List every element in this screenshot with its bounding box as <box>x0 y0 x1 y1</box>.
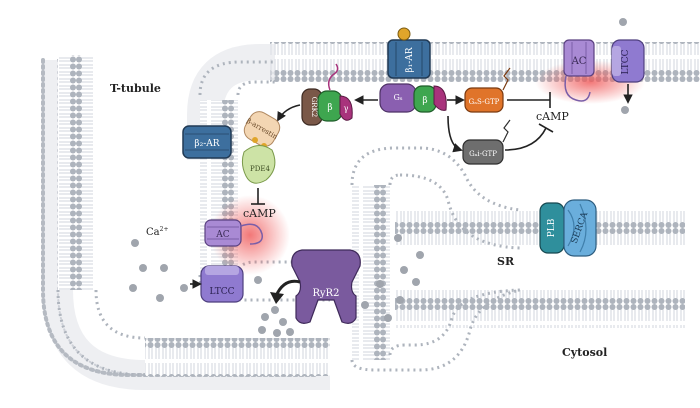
serca: SERCA <box>563 199 597 257</box>
ac-left: AC <box>204 219 263 247</box>
cytosol-label: Cytosol <box>562 346 607 359</box>
gs-label: Gₛ <box>393 93 402 102</box>
barrestin: β-arrestin <box>243 111 281 149</box>
plb-label: PLB <box>547 218 557 237</box>
ryr2-label: RyR2 <box>313 288 340 299</box>
b1ar-label: β₁-AR <box>405 47 415 72</box>
calcium-dots <box>129 18 629 337</box>
gs-trimer: Gₛ β <box>379 83 447 113</box>
ac-top-label: AC <box>571 56 587 67</box>
grk2-complex: GRK2 β γ <box>301 63 353 126</box>
gas-gtp-label: GₐS-GTP <box>469 98 500 106</box>
grk2-gamma-label: γ <box>344 104 349 113</box>
camp-top-label: cAMP <box>536 110 569 123</box>
plb: PLB <box>539 202 565 254</box>
grk2-label: GRK2 <box>310 97 318 118</box>
arrow-gs-to-gai <box>447 115 463 153</box>
ltcc-top: LTCC <box>611 39 645 104</box>
ltcc-top-label: LTCC <box>621 49 631 74</box>
t-tubule-label: T-tubule <box>110 82 161 95</box>
inhibit-gai-to-ac <box>504 127 547 151</box>
ryr2: RyR2 <box>270 249 361 324</box>
ltcc-left: LTCC <box>190 265 244 303</box>
gai-gtp: Gₐi-GTP <box>462 119 511 165</box>
sr-label: SR <box>497 255 515 268</box>
ac-top: AC <box>563 39 595 102</box>
pde4-label: PDE4 <box>250 165 270 173</box>
calcium-label: Ca2+ <box>146 226 168 238</box>
gai-gtp-label: Gₐi-GTP <box>469 150 497 158</box>
arrow-grk2-to-arrestin <box>277 104 301 122</box>
b2ar-label: β₂-AR <box>194 139 219 149</box>
calcium-charge: 2+ <box>160 226 169 233</box>
b1ar-receptor: β₁-AR <box>387 27 431 79</box>
camp-left-label: cAMP <box>243 207 276 220</box>
camp-glow-left <box>210 195 290 275</box>
calcium-text: Ca <box>146 227 160 238</box>
sr-membrane <box>350 146 685 372</box>
grk2-beta-label: β <box>327 103 332 113</box>
pde4: PDE4 <box>241 145 276 184</box>
ac-left-label: AC <box>215 230 229 240</box>
b2ar-receptor: β₂-AR <box>182 125 232 159</box>
inhibit-gai-bar <box>538 123 554 133</box>
g-beta-label: β <box>422 96 427 106</box>
ltcc-left-label: LTCC <box>209 287 234 297</box>
gas-gtp: GₐS-GTP <box>464 67 511 113</box>
